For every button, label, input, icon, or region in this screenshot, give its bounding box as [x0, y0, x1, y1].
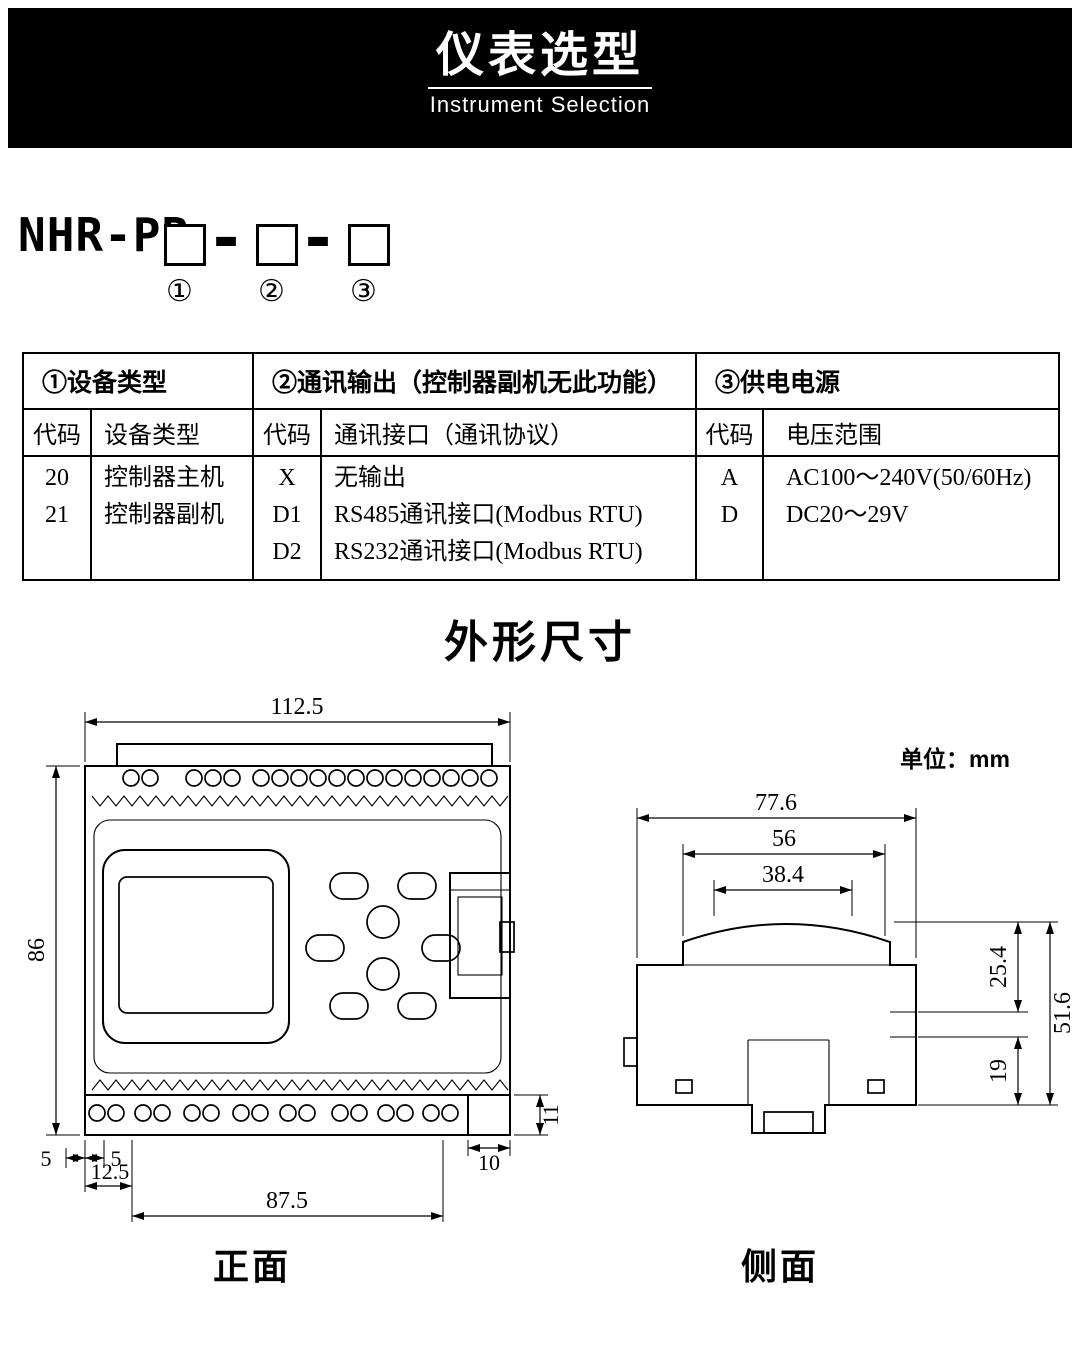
side-view-label: 侧面	[740, 1246, 819, 1287]
subheader-power-range: 电压范围	[762, 408, 1061, 457]
selection-table: ①设备类型 ②通讯输出（控制器副机无此功能） ③供电电源 代码 设备类型 代码 …	[21, 352, 1061, 581]
group-header-comm: ②通讯输出（控制器副机无此功能）	[252, 352, 698, 410]
side-overall-height-dim: 51.6	[1050, 992, 1076, 1034]
top-terminals	[122, 769, 498, 787]
power-code: D	[720, 502, 739, 528]
side-clip-detail-right	[867, 1079, 885, 1094]
front-inset-dim: 12.5	[91, 1159, 130, 1184]
device-type: 控制器副机	[104, 502, 224, 528]
front-offset-b-dim: 5	[111, 1146, 122, 1171]
side-connector	[449, 872, 515, 999]
side-lower-height-dim: 19	[986, 1059, 1012, 1083]
side-left-latch	[623, 1037, 638, 1067]
keypad-buttons	[305, 872, 461, 1020]
device-code: 20	[45, 465, 69, 491]
device-type-cell: 控制器主机 控制器副机	[89, 455, 255, 581]
header-bar: 仪表选型 Instrument Selection	[8, 8, 1072, 148]
device-code: 21	[45, 502, 69, 528]
front-view-label: 正面	[212, 1246, 291, 1287]
model-digit-box-1	[164, 224, 206, 266]
device-type: 控制器主机	[104, 465, 224, 491]
dimension-drawings: 112.5 86 5 5 12.5 87.5 10 11	[24, 694, 1076, 1222]
model-digit-box-2	[256, 224, 298, 266]
subheader-comm-code: 代码	[252, 408, 323, 457]
front-offset-a-dim: 5	[41, 1146, 52, 1171]
power-range: AC100～240V(50/60Hz)	[786, 465, 1032, 491]
side-overall-width-dim: 77.6	[755, 790, 797, 816]
device-code-cell: 20 21	[22, 455, 92, 581]
comm-code-cell: X D1 D2	[252, 455, 323, 581]
subheader-comm-interface: 通讯接口（通讯协议）	[320, 408, 698, 457]
model-position-3: ③	[350, 274, 377, 309]
bottom-terminals	[88, 1104, 459, 1122]
front-strip-height-dim: 11	[538, 1104, 563, 1125]
side-upper-height-dim: 25.4	[986, 946, 1012, 988]
side-top-width-dim: 38.4	[762, 862, 804, 888]
front-terminal-span-dim: 87.5	[266, 1188, 308, 1214]
model-dash-2: -	[303, 216, 333, 262]
group-header-device: ①设备类型	[21, 352, 255, 410]
front-view-drawing: 112.5 86 5 5 12.5 87.5 10 11	[24, 694, 563, 1222]
front-width-dim: 112.5	[270, 694, 323, 720]
unit-label: 单位：mm	[900, 746, 1010, 772]
comm-interface-cell: 无输出 RS485通讯接口(Modbus RTU) RS232通讯接口(Modb…	[320, 455, 698, 581]
subheader-device-type: 设备类型	[89, 408, 255, 457]
comm-interface: RS485通讯接口(Modbus RTU)	[334, 502, 643, 528]
model-digit-box-3	[348, 224, 390, 266]
bottom-vent-zigzag	[91, 1079, 509, 1091]
top-vent-zigzag	[91, 795, 509, 807]
page-subtitle: Instrument Selection	[429, 91, 651, 117]
side-profile	[636, 923, 917, 1134]
power-code: A	[720, 465, 739, 491]
model-position-1: ①	[166, 274, 193, 309]
power-range: DC20～29V	[786, 502, 909, 528]
front-body	[84, 765, 511, 1136]
display-bezel	[102, 849, 290, 1044]
comm-code: D1	[272, 502, 302, 528]
comm-code: D2	[272, 539, 302, 565]
comm-interface: RS232通讯接口(Modbus RTU)	[334, 539, 643, 565]
front-face-panel	[93, 819, 502, 1074]
display-screen	[118, 876, 274, 1014]
subheader-power-code: 代码	[695, 408, 765, 457]
model-dash-1: -	[211, 216, 241, 262]
front-right-notch-dim: 10	[478, 1150, 500, 1175]
side-view-drawing: 77.6 56 38.4 25.4 51.6 19	[623, 790, 1076, 1134]
power-code-cell: A D	[695, 455, 765, 581]
front-top-cap	[116, 743, 493, 767]
front-height-dim: 86	[24, 938, 50, 962]
dimensions-title: 外形尺寸	[444, 618, 636, 667]
side-clip-detail-left	[675, 1079, 693, 1094]
subheader-device-code: 代码	[22, 408, 92, 457]
model-position-2: ②	[258, 274, 285, 309]
din-slot-notch	[763, 1111, 814, 1133]
group-header-power: ③供电电源	[695, 352, 1061, 410]
power-range-cell: AC100～240V(50/60Hz) DC20～29V	[762, 455, 1061, 581]
page-title: 仪表选型	[427, 29, 652, 89]
comm-interface: 无输出	[334, 465, 407, 491]
comm-code: X	[278, 465, 296, 491]
side-mid-width-dim: 56	[772, 826, 796, 852]
model-prefix: NHR-PR	[18, 208, 191, 262]
